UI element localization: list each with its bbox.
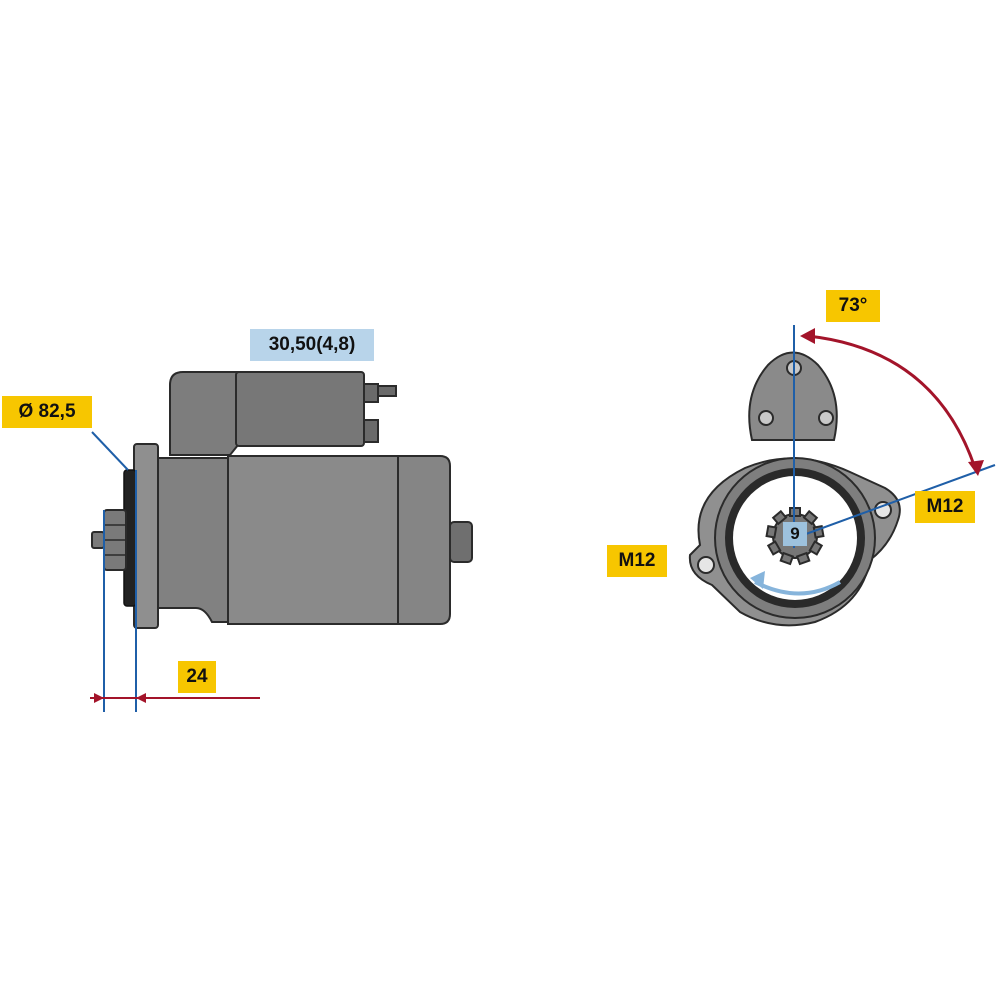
terminal-upper — [363, 383, 379, 403]
offset-arrow-left — [94, 693, 104, 703]
solenoid-bracket — [169, 371, 239, 456]
terminal-lower — [363, 419, 379, 443]
bolt-hole-right — [874, 501, 892, 519]
terminal-stud-upper — [377, 385, 397, 397]
rotation-arrowhead — [750, 571, 765, 589]
shaft-tip — [91, 531, 105, 549]
drive-end-housing — [157, 457, 233, 623]
rotation-arrow — [754, 580, 841, 596]
rear-shaft-stub — [449, 521, 473, 563]
ear-bolt-left — [758, 410, 774, 426]
bolt-hole-left — [697, 556, 715, 574]
bolt-label-left: M12 — [607, 545, 667, 577]
diameter-leader — [91, 431, 129, 471]
angle-label: 73° — [826, 290, 880, 322]
angle-arc — [807, 334, 977, 469]
motor-body — [227, 455, 401, 625]
side-view — [90, 371, 473, 712]
mounting-flange — [133, 443, 159, 629]
offset-label: 24 — [178, 661, 216, 693]
diameter-label: Ø 82,5 — [2, 396, 92, 428]
ear-bolt-right — [818, 410, 834, 426]
angle-arrowhead-bottom — [968, 460, 984, 476]
solenoid — [235, 371, 365, 447]
bolt-axis — [794, 464, 996, 539]
end-cap — [397, 455, 451, 625]
angle-arrowhead-top — [800, 328, 815, 344]
bolt-label-right: M12 — [915, 491, 975, 523]
offset-arrow-right — [136, 693, 146, 703]
front-view — [688, 325, 996, 627]
teeth-count-label: 9 — [783, 522, 807, 546]
terminal-label: 30,50(4,8) — [250, 329, 374, 361]
